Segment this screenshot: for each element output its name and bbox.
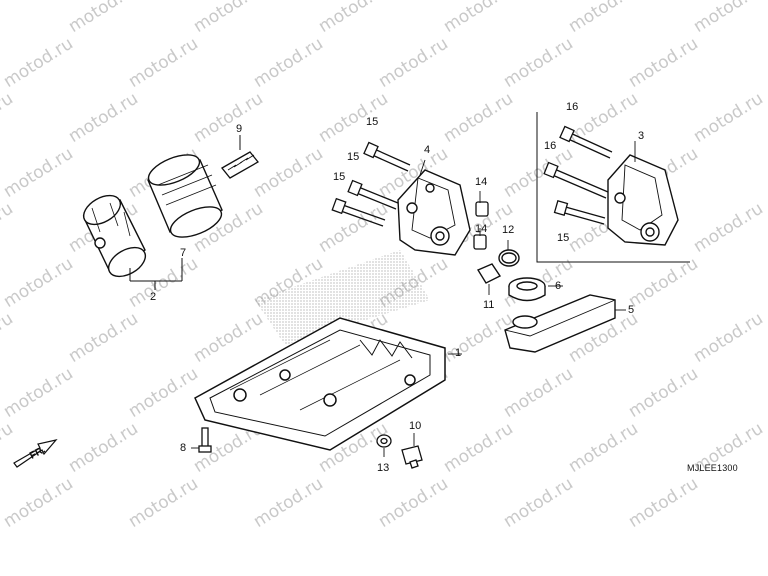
callout-4: 4 [424,144,431,156]
callout-2: 2 [150,291,157,303]
orings-11-12 [476,249,520,284]
bolts-16 [543,125,613,225]
callout-1: 1 [455,347,462,359]
part-8-bolt [198,427,212,453]
part-4-oil-pump [397,169,471,256]
callout-15-lower: 15 [333,171,346,183]
callout-9: 9 [236,123,243,135]
callout-13: 13 [377,462,390,474]
part-9-stud [221,151,259,179]
callout-14-lower: 14 [475,223,488,235]
part-5-strainer [504,294,616,353]
callout-11: 11 [483,299,495,311]
callout-16-top: 16 [566,101,579,113]
callout-7: 7 [180,247,187,259]
callout-bracket-2-7 [129,258,183,290]
front-arrow-icon [13,439,58,468]
part-6-seal [508,277,546,302]
part-1-oil-pan [194,317,446,451]
shaded-flow-region [255,250,430,345]
part-10-drain-bolt [401,445,423,469]
callout-15-middle: 15 [347,151,360,163]
callout-15-inset: 15 [557,232,570,244]
callout-6: 6 [555,280,562,292]
callout-15-top: 15 [366,116,379,128]
leader-lines [191,141,636,457]
callout-12: 12 [502,224,515,236]
bolts-15 [331,141,411,227]
callout-10: 10 [409,420,422,432]
callout-14-upper: 14 [475,176,488,188]
callout-3: 3 [638,130,645,142]
diagram-code: MJLEE1300 [687,463,738,473]
callout-8: 8 [180,442,187,454]
callout-5: 5 [628,304,635,316]
part-13-washer [376,434,392,448]
dowels-14 [473,201,489,250]
oil-filter-assembly [82,154,223,278]
part-3-pump [607,154,679,246]
callout-16-middle: 16 [544,140,557,152]
inset-frame [536,112,690,263]
